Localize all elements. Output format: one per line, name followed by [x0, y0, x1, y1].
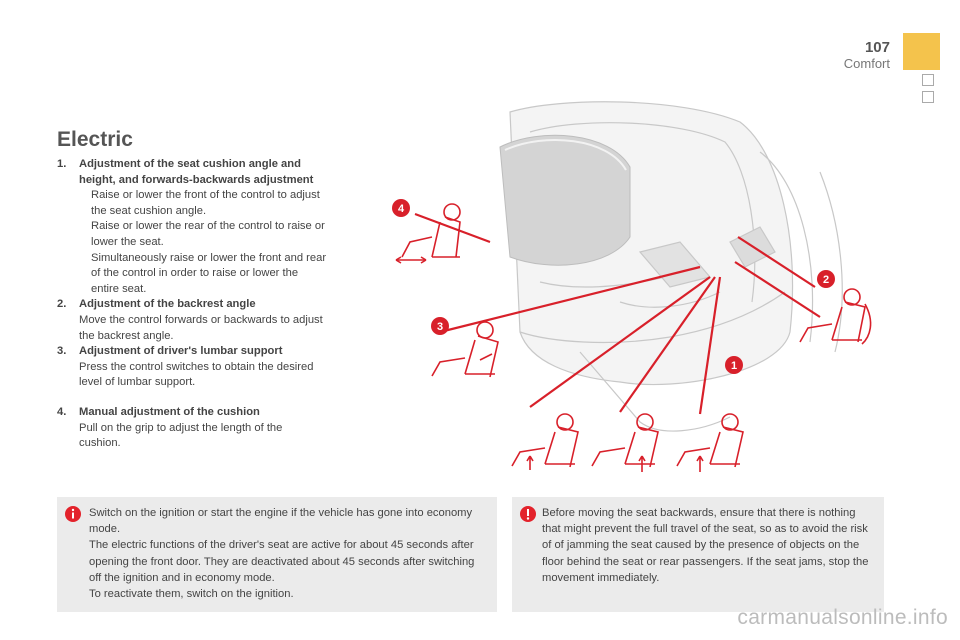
instruction-text: Pull on the grip to adjust the length of…: [79, 421, 283, 450]
instruction-text: Move the control forwards or backwards t…: [79, 313, 323, 342]
info-icon: [65, 506, 81, 522]
chapter-tab-marker: [903, 33, 940, 70]
warning-note-text: Before moving the seat backwards, ensure…: [542, 507, 869, 584]
callout-badge-1: 1: [725, 356, 743, 374]
instruction-item: 2. Adjustment of the backrest angle Move…: [57, 297, 327, 344]
instruction-number: 1.: [57, 158, 67, 170]
warning-icon: [520, 506, 536, 522]
instruction-heading: Manual adjustment of the cushion: [79, 405, 260, 418]
warning-note: Before moving the seat backwards, ensure…: [512, 497, 884, 612]
callout-number: 1: [731, 360, 737, 372]
chapter-index-box: [922, 74, 934, 86]
bullet-arrow-icon: [79, 251, 91, 298]
info-note-text: Switch on the ignition or start the engi…: [89, 507, 473, 536]
instruction-number: 4.: [57, 405, 67, 418]
instruction-list: 1. Adjustment of the seat cushion angle …: [57, 157, 327, 452]
pictogram-cushion-length: [395, 203, 461, 264]
instruction-item: 1. Adjustment of the seat cushion angle …: [57, 157, 327, 297]
instruction-text: Press the control switches to obtain the…: [79, 360, 314, 389]
instruction-number: 3.: [57, 345, 67, 358]
chapter-index-active: [923, 61, 932, 70]
callout-number: 2: [823, 274, 829, 286]
pictogram-lumbar-support: [431, 321, 499, 378]
callout-number: 3: [437, 321, 443, 333]
info-note-text: The electric functions of the driver's s…: [89, 539, 475, 584]
watermark: carmanualsonline.info: [737, 606, 948, 629]
section-title: Electric: [57, 128, 133, 151]
instruction-heading: Adjustment of driver's lumbar support: [79, 345, 283, 358]
instruction-heading: Adjustment of the seat cushion angle and…: [79, 158, 314, 186]
pictogram-cushion-angle: [511, 413, 579, 470]
seat-cushion-pad: [499, 134, 631, 266]
pictogram-seat-height: [591, 413, 659, 472]
instruction-item: 3. Adjustment of driver's lumbar support…: [57, 344, 327, 391]
info-note: Switch on the ignition or start the engi…: [57, 497, 497, 612]
page-number: 107: [864, 39, 890, 56]
info-note-text: To reactivate them, switch on the igniti…: [89, 588, 294, 601]
callout-badge-2: 2: [817, 270, 835, 288]
callout-badge-4: 4: [392, 199, 410, 217]
instruction-bullet: Simultaneously raise or lower the front …: [79, 251, 327, 298]
instruction-bullet: Raise or lower the rear of the control t…: [79, 219, 327, 250]
section-name: Comfort: [843, 56, 890, 71]
callout-number: 4: [398, 203, 405, 215]
seat-controls-illustration: 4 2 3 1: [392, 101, 872, 472]
callout-badge-3: 3: [431, 317, 449, 335]
page-header: 107 Comfort: [843, 39, 890, 72]
callout-lines: [414, 212, 821, 415]
instruction-item: 4. Manual adjustment of the cushion Pull…: [57, 405, 327, 452]
instruction-bullet: Raise or lower the front of the control …: [79, 188, 327, 219]
bullet-arrow-icon: [79, 219, 91, 250]
instruction-heading: Adjustment of the backrest angle: [79, 298, 256, 311]
bullet-arrow-icon: [79, 188, 91, 219]
chapter-index-box: [922, 91, 934, 103]
pictogram-seat-raise: [676, 413, 744, 472]
pictogram-backrest-angle: [799, 288, 872, 345]
instruction-number: 2.: [57, 298, 67, 311]
